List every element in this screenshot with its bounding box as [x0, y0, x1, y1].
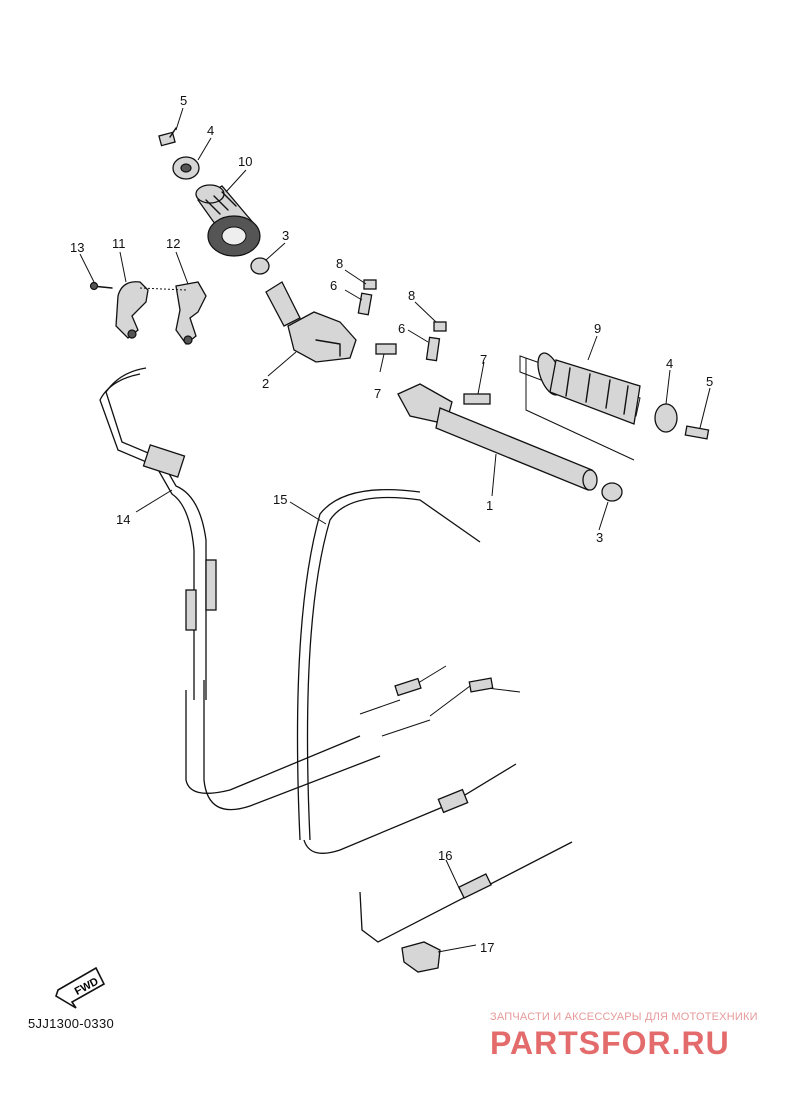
callout-3: 3: [596, 530, 603, 545]
bolt-6-right: [425, 336, 441, 362]
watermark-logo: PARTSFOR.RU: [490, 1025, 730, 1060]
callout-6: 6: [330, 278, 337, 293]
weight-4-top: [172, 156, 200, 180]
callout-1: 1: [486, 498, 493, 513]
holder-11: [115, 281, 149, 339]
bolt-5-right: [684, 425, 710, 440]
drawing-code: 5JJ1300-0330: [28, 1016, 114, 1031]
callout-10: 10: [238, 154, 252, 169]
grip-end-3-right: [601, 482, 623, 502]
fwd-arrow-icon: FWD: [55, 966, 106, 1009]
callout-4: 4: [207, 123, 214, 138]
callout-5: 5: [706, 374, 713, 389]
callout-13: 13: [70, 240, 84, 255]
callout-5: 5: [180, 93, 187, 108]
bolt-7-left: [375, 343, 397, 355]
callout-12: 12: [166, 236, 180, 251]
bolt-6-center: [357, 292, 373, 316]
handlebar-left-2: [265, 281, 357, 363]
throttle-grip-10: [195, 184, 261, 257]
grip-end-3-left: [250, 257, 270, 275]
throttle-cable-14: [99, 367, 521, 811]
bolt-8-center: [363, 279, 377, 290]
bolt-5-top: [158, 127, 177, 147]
clip-17: [401, 941, 441, 973]
grip-right-9: [519, 352, 641, 425]
callout-17: 17: [480, 940, 494, 955]
callout-9: 9: [594, 321, 601, 336]
callout-3: 3: [282, 228, 289, 243]
bolt-8-right: [433, 321, 447, 332]
callout-11: 11: [112, 236, 126, 251]
callout-8: 8: [336, 256, 343, 271]
callout-16: 16: [438, 848, 452, 863]
callout-6: 6: [398, 321, 405, 336]
callout-15: 15: [273, 492, 287, 507]
grip-bracket-line: [525, 358, 635, 461]
svg-text:PARTSFOR.RU: PARTSFOR.RU: [490, 1025, 730, 1060]
clutch-cable-15: [296, 489, 517, 854]
weight-4-right: [654, 403, 678, 433]
cable-16: [359, 841, 573, 943]
watermark-tagline: ЗАПЧАСТИ И АКСЕССУАРЫ ДЛЯ МОТОТЕХНИКИ: [490, 1011, 758, 1023]
leader-lines: [79, 107, 711, 953]
callout-2: 2: [262, 376, 269, 391]
callout-8: 8: [408, 288, 415, 303]
screw-13: [89, 281, 187, 291]
callout-7: 7: [480, 352, 487, 367]
holder-12: [175, 281, 207, 345]
callout-4: 4: [666, 356, 673, 371]
callout-7: 7: [374, 386, 381, 401]
callout-numbers: 5 4 10 3 13 11 12 8 6 2 7 8 6 7 9 4 5 1 …: [70, 93, 713, 955]
callout-14: 14: [116, 512, 130, 527]
handlebar-right-1: [397, 383, 598, 491]
bolt-7-right: [463, 393, 491, 405]
